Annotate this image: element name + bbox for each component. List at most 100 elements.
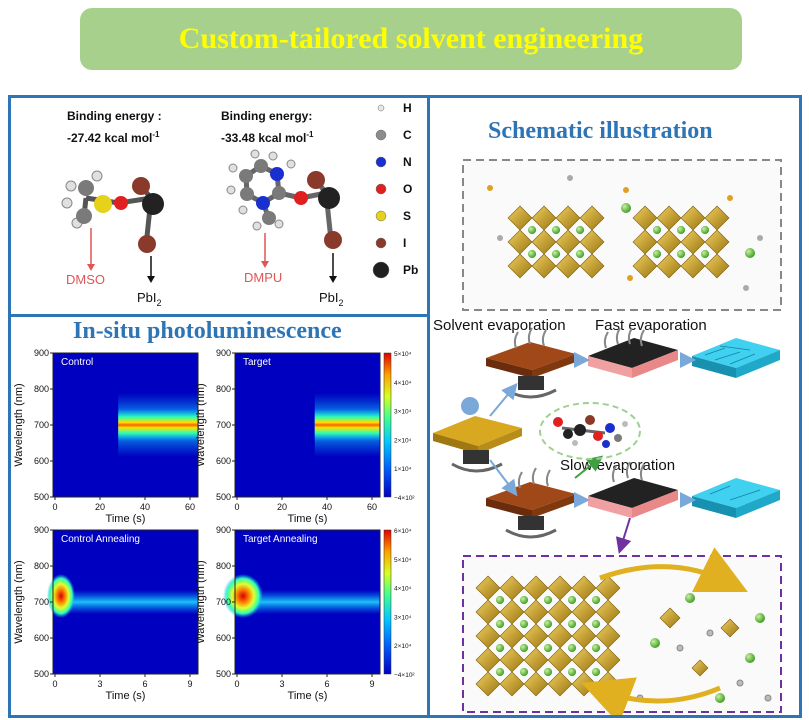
vapor-lines [513, 327, 645, 489]
free-octahedron [659, 607, 681, 629]
colorbar-tick-label: 4×10⁴ [394, 380, 412, 387]
cation [495, 595, 505, 605]
cation [527, 249, 537, 259]
legend-atom-o-label: O [403, 182, 412, 196]
legend-atom-c-label: C [403, 128, 412, 142]
y-tick-label: 500 [216, 492, 231, 502]
free-octahedron [691, 659, 709, 677]
free-octahedron [720, 618, 740, 638]
solvent-droplet-icon [461, 397, 479, 415]
octahedron [632, 253, 658, 279]
fast-film-substrate [588, 338, 678, 378]
cation [591, 643, 601, 653]
legend-atom-n-icon [375, 156, 387, 168]
recycle-arrow-top [599, 547, 748, 592]
cation [685, 593, 695, 603]
cation [551, 225, 561, 235]
legend-atom-pb-icon [372, 261, 390, 279]
colorbar [383, 529, 392, 675]
octahedron [547, 671, 573, 697]
dmso-binding-label: Binding energy : [67, 109, 162, 123]
pl-panel-label: Target [243, 357, 271, 368]
colorbar [383, 352, 392, 498]
cation [567, 619, 577, 629]
solvent-molecule [487, 185, 493, 191]
y-tick-label: 800 [34, 561, 49, 571]
x-tick-label: 40 [322, 502, 332, 512]
colorbar-tick-label: 4×10⁴ [394, 586, 412, 593]
dmso-binding-value: -27.42 kcal mol-1 [67, 130, 160, 145]
legend-atom-pb-label: Pb [403, 263, 418, 277]
crystal-lattice-bottom [475, 575, 772, 703]
fast-evaporation-crystal-box [462, 159, 782, 311]
legend-atom-s-icon [375, 210, 387, 222]
x-tick-label: 9 [369, 679, 374, 689]
binding-energy-panel: Binding energy : -27.42 kcal mol-1 [8, 95, 430, 317]
solvent-molecule [623, 187, 629, 193]
y-axis-label: Wavelength (nm) [195, 383, 207, 466]
colorbar-tick-label: 6×10⁴ [394, 528, 412, 535]
cation [543, 667, 553, 677]
y-tick-label: 800 [216, 384, 231, 394]
cation [700, 225, 710, 235]
fast-evaporated-film [692, 338, 780, 378]
y-axis-label: Wavelength (nm) [13, 383, 25, 466]
y-tick-label: 700 [34, 597, 49, 607]
octahedron [579, 253, 605, 279]
cation [495, 643, 505, 653]
cation [676, 225, 686, 235]
colorbar-tick-label: 2×10⁴ [394, 437, 412, 444]
y-tick-label: 600 [216, 456, 231, 466]
colorbar-tick-label: 2×10⁴ [394, 643, 412, 650]
cation [591, 595, 601, 605]
dmpu-binding-label: Binding energy: [221, 109, 312, 123]
figure-title: Custom-tailored solvent engineering [178, 22, 644, 55]
x-tick-label: 0 [52, 679, 57, 689]
y-axis-label: Wavelength (nm) [13, 560, 25, 643]
solvent-molecule [764, 694, 772, 702]
photoluminescence-panel: In-situ photoluminescence [8, 314, 430, 718]
cation [621, 203, 631, 213]
colorbar-tick-label: 3×10⁴ [394, 409, 412, 416]
legend-atom-o-icon [375, 183, 387, 195]
cation [567, 667, 577, 677]
octahedron [555, 253, 581, 279]
solvent-molecule [567, 175, 573, 181]
solvent-molecule [727, 195, 733, 201]
cation [543, 595, 553, 605]
arrow-to-slow-box [615, 517, 632, 554]
legend-atom-h-label: H [403, 101, 412, 115]
pl-panel-label: Control Annealing [61, 534, 140, 545]
binding-energy-figure: Binding energy : -27.42 kcal mol-1 [61, 101, 418, 308]
y-tick-label: 500 [34, 492, 49, 502]
y-tick-label: 600 [34, 456, 49, 466]
pl-emission-band [118, 409, 198, 441]
x-tick-label: 6 [324, 679, 329, 689]
dmpu-molecule [226, 149, 342, 249]
dmso-label: DMSO [66, 272, 105, 287]
y-axis-label: Wavelength (nm) [195, 560, 207, 643]
y-tick-label: 600 [216, 633, 231, 643]
y-tick-label: 700 [216, 597, 231, 607]
solvent-evaporation-label: Solvent evaporation [433, 317, 566, 334]
cation [543, 643, 553, 653]
octahedron [507, 253, 533, 279]
x-tick-label: 0 [52, 502, 57, 512]
slow-intermediate-substrate [486, 482, 576, 539]
slow-evaporation-label: Slow evaporation [560, 457, 675, 474]
fast-intermediate-substrate [486, 342, 576, 399]
schematic-panel: Schematic illustration [427, 95, 802, 718]
cation [567, 643, 577, 653]
y-tick-label: 500 [34, 669, 49, 679]
cation [575, 225, 585, 235]
x-tick-label: 0 [234, 502, 239, 512]
cation [745, 653, 755, 663]
colorbar-tick-label: 5×10⁴ [394, 351, 412, 358]
cation [527, 225, 537, 235]
solvent-molecule [627, 275, 633, 281]
solvent-molecule [757, 235, 763, 241]
cation [700, 249, 710, 259]
